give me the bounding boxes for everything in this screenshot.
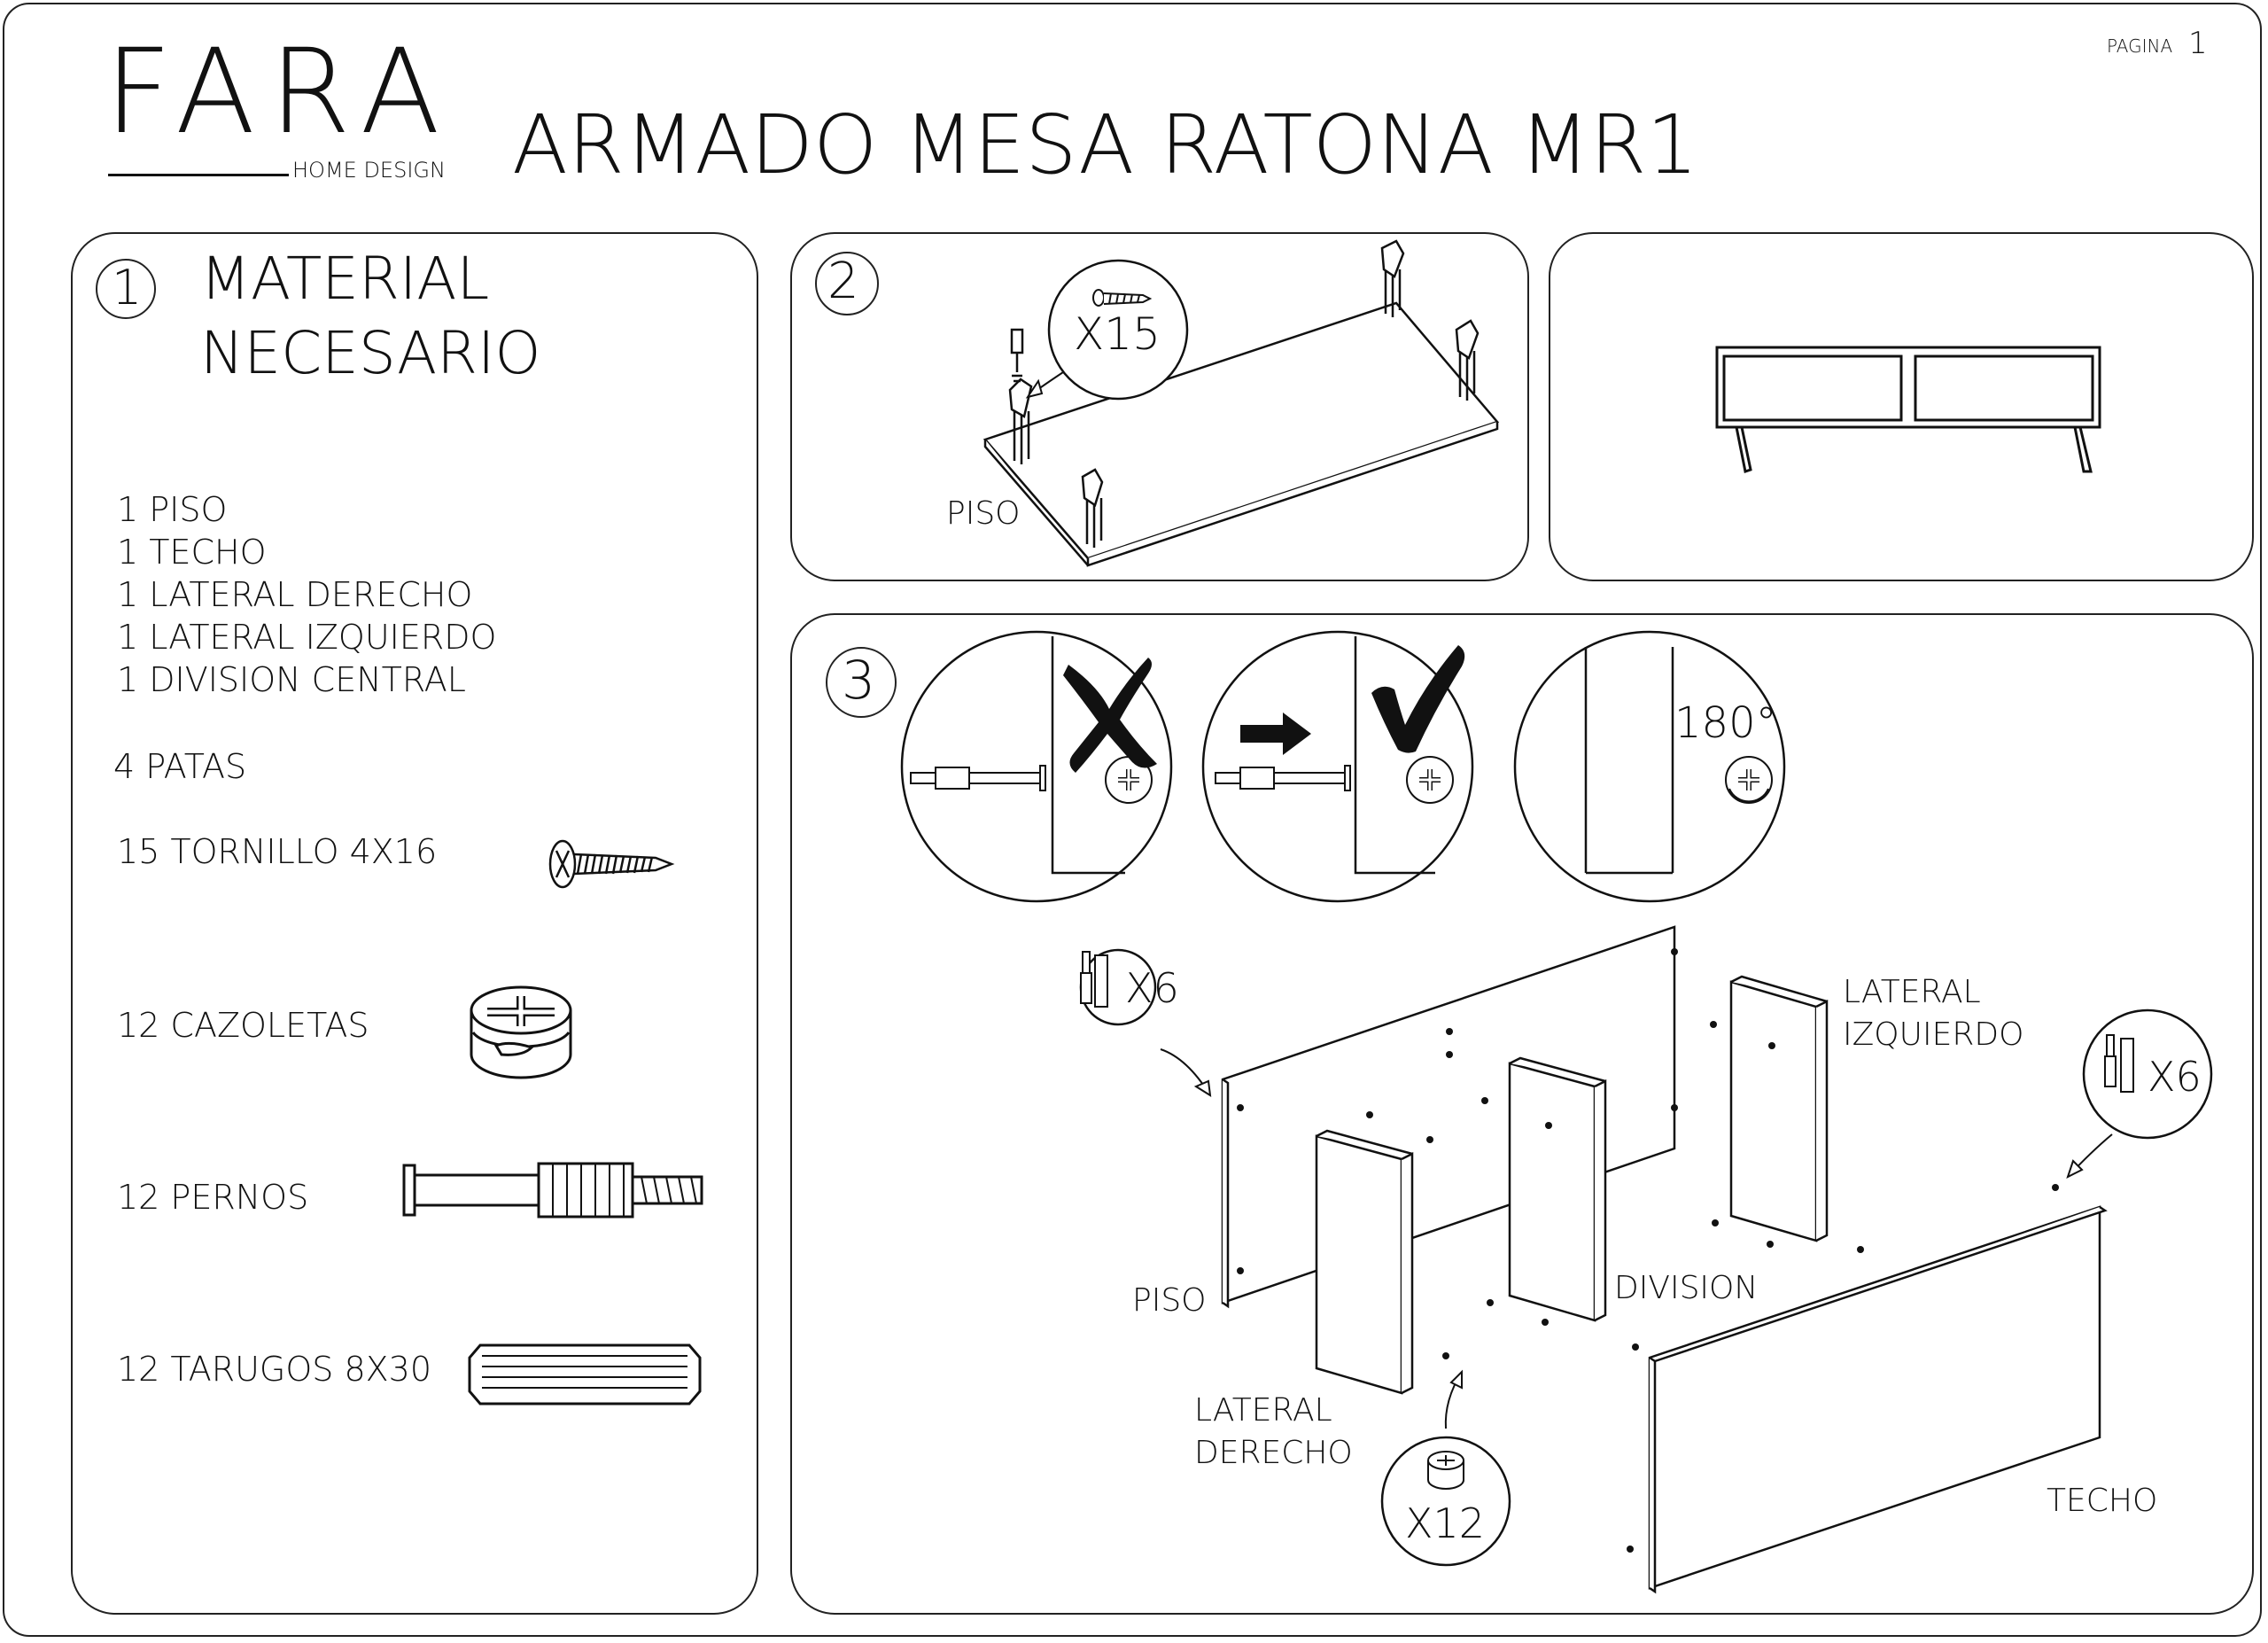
step1-badge bbox=[96, 259, 156, 319]
part-item: 1 PISO bbox=[117, 490, 228, 529]
rotation-label: 180° bbox=[1674, 698, 1777, 748]
label-techo: TECHO bbox=[2047, 1483, 2158, 1519]
step1-number: 1 bbox=[112, 260, 143, 315]
part-item: 1 LATERAL DERECHO bbox=[117, 575, 473, 614]
cams-item: 12 CAZOLETAS bbox=[117, 1006, 369, 1045]
label-lateral-izq-2: IZQUIERDO bbox=[1843, 1016, 2024, 1053]
label-lateral-der-1: LATERAL bbox=[1194, 1392, 1332, 1429]
page-label: PAGINA bbox=[2107, 35, 2173, 57]
page-number: 1 bbox=[2188, 26, 2208, 61]
label-division: DIVISION bbox=[1614, 1270, 1759, 1306]
step2-board-label: PISO bbox=[946, 495, 1021, 532]
screws-item: 15 TORNILLO 4X16 bbox=[117, 832, 438, 871]
step2-number: 2 bbox=[827, 253, 859, 310]
material-heading-2: NECESARIO bbox=[200, 319, 541, 387]
qty-dowels-left: X6 bbox=[1125, 964, 1179, 1012]
step2-badge bbox=[815, 252, 879, 315]
brand-subtitle: HOME DESIGN bbox=[292, 158, 446, 183]
label-piso: PISO bbox=[1132, 1282, 1207, 1319]
bolts-item: 12 PERNOS bbox=[117, 1178, 309, 1217]
panel-step3 bbox=[790, 613, 2254, 1615]
step2-qty: X15 bbox=[1074, 308, 1161, 360]
panel-step2 bbox=[790, 232, 1529, 581]
legs-item: 4 PATAS bbox=[113, 747, 247, 786]
page-title: ARMADO MESA RATONA MR1 bbox=[512, 97, 1698, 192]
part-item: 1 DIVISION CENTRAL bbox=[117, 660, 466, 699]
qty-cams: X12 bbox=[1405, 1499, 1486, 1547]
label-lateral-izq-1: LATERAL bbox=[1843, 974, 1981, 1010]
dowels-item: 12 TARUGOS 8X30 bbox=[117, 1350, 432, 1389]
part-item: 1 LATERAL IZQUIERDO bbox=[117, 618, 497, 657]
brand-underline bbox=[108, 174, 289, 176]
part-item: 1 TECHO bbox=[117, 533, 267, 572]
qty-dowels-right: X6 bbox=[2148, 1053, 2202, 1101]
material-heading-1: MATERIAL bbox=[200, 245, 490, 313]
step3-badge bbox=[826, 647, 897, 718]
panel-material bbox=[71, 232, 758, 1615]
step3-number: 3 bbox=[842, 650, 876, 712]
page-frame bbox=[3, 3, 2262, 1637]
brand-logo: FARA bbox=[105, 24, 454, 160]
panel-finished bbox=[1549, 232, 2254, 581]
label-lateral-der-2: DERECHO bbox=[1194, 1435, 1353, 1471]
